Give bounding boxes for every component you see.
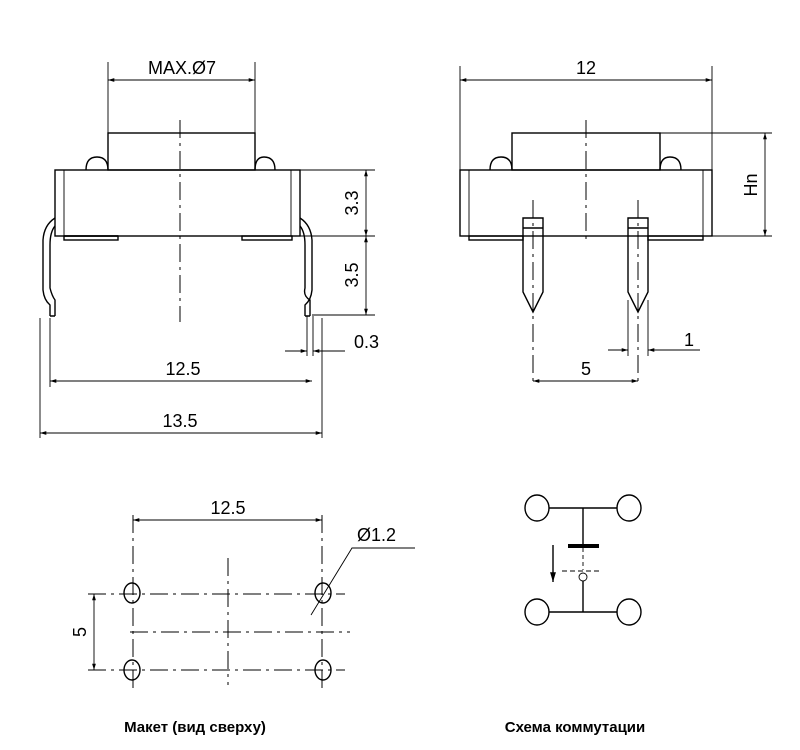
dim-body-width: 12 — [576, 58, 596, 78]
dim-pin-width: 1 — [684, 330, 694, 350]
pcb-layout: 12.5 Ø1.2 5 Макет (вид сверху) — [70, 498, 415, 736]
dim-outer-width: 13.5 — [162, 411, 197, 431]
schematic-caption: Схема коммутации — [505, 719, 646, 736]
dim-inner-width: 12.5 — [165, 359, 200, 379]
dim-pin-length: 3.5 — [342, 262, 362, 287]
dim-button-diameter: MAX.Ø7 — [148, 58, 216, 78]
layout-caption: Макет (вид сверху) — [124, 719, 266, 736]
side-view: 12 Hn 1 5 — [459, 58, 772, 385]
dim-hole-spacing-y: 5 — [70, 627, 90, 637]
dim-hole-diameter: Ø1.2 — [357, 525, 396, 545]
dim-pin-thickness: 0.3 — [354, 332, 379, 352]
switch-schematic: Схема коммутации — [505, 494, 646, 736]
dim-hole-spacing-x: 12.5 — [210, 498, 245, 518]
dim-body-height: 3.3 — [342, 190, 362, 215]
dim-pin-spacing: 5 — [581, 359, 591, 379]
front-view: MAX.Ø7 3.3 3.5 0.3 12.5 13.5 — [39, 58, 379, 438]
dim-height: Hn — [741, 173, 761, 196]
